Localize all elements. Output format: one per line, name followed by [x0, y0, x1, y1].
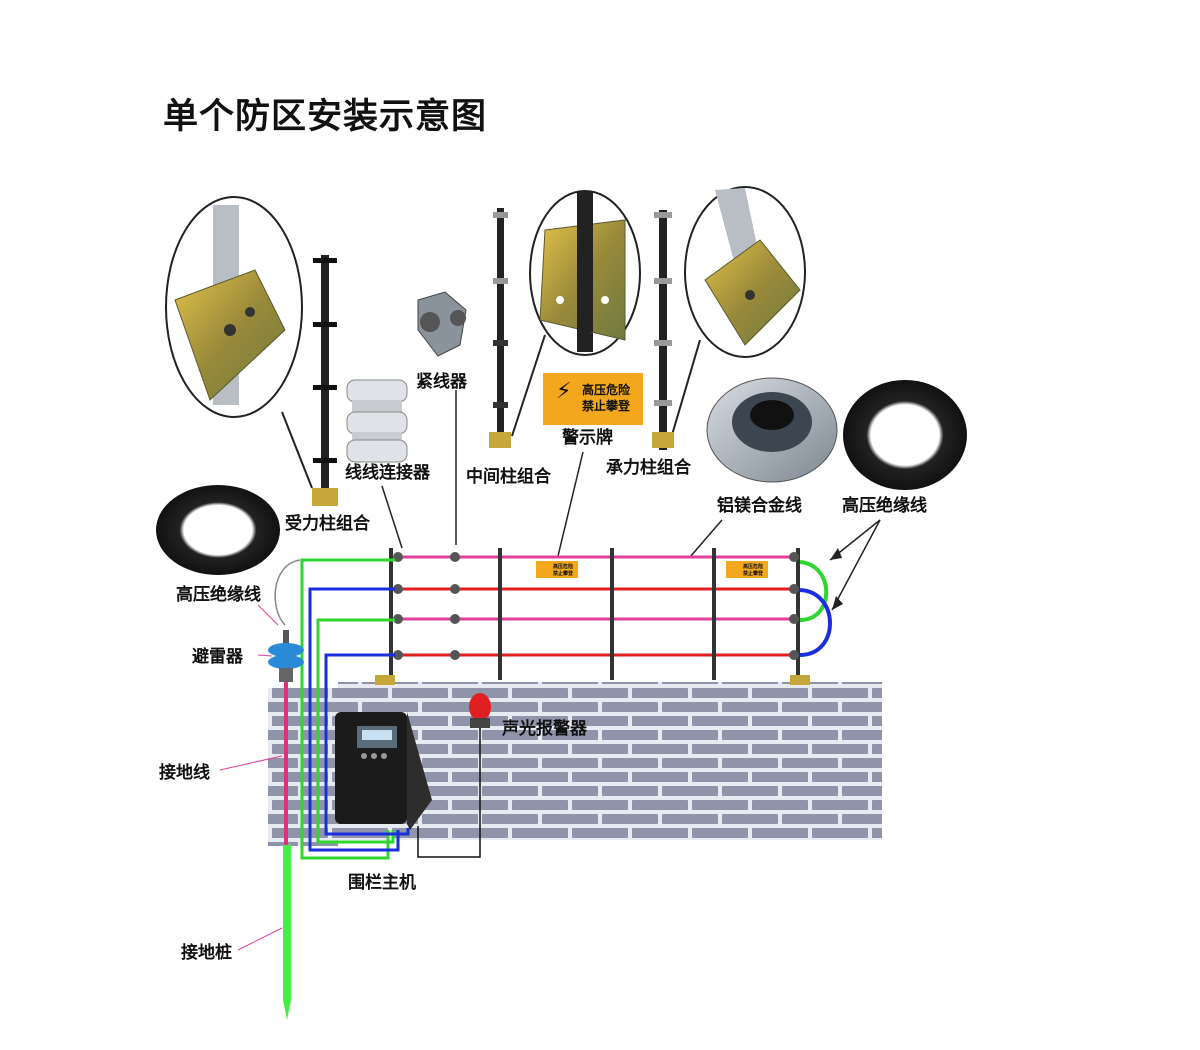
fence-wires [395, 555, 832, 657]
label-warning-sign: 警示牌 [561, 427, 613, 448]
label-hv-wire-right: 高压绝缘线 [842, 495, 927, 516]
bearing-post-detail-bubble [671, 186, 806, 436]
label-ground-stake: 接地桩 [181, 942, 232, 963]
label-tensioner: 紧线器 [416, 371, 468, 392]
lead-wires [274, 558, 410, 860]
svg-text:禁止攀登: 禁止攀登 [552, 570, 573, 577]
middle-post [489, 208, 511, 448]
label-middle-post: 中间柱组合 [466, 466, 552, 487]
bearing-post [652, 210, 674, 450]
page-title: 单个防区安装示意图 [163, 97, 488, 137]
label-alarm: 声光报警器 [501, 718, 588, 739]
sign-line1: 高压危险 [582, 382, 631, 397]
alarm-device [417, 693, 491, 858]
sign-line2: 禁止攀登 [582, 398, 631, 413]
pointer-lines [219, 604, 283, 951]
warning-sign-device: ⚡ 高压危险 禁止攀登 [543, 373, 643, 557]
label-stress-post: 受力柱组合 [285, 513, 371, 534]
label-ground-wire: 接地线 [159, 762, 210, 783]
lightning-arrester-device [268, 630, 304, 682]
fence-posts [375, 548, 810, 685]
fence-warning-sign-2: 高压危险 禁止攀登 [726, 561, 768, 578]
hv-insulated-wire-coil-left [156, 485, 280, 575]
svg-text:高压危险: 高压危险 [743, 563, 764, 570]
fence-host-device [335, 712, 432, 830]
alloy-wire-spool [689, 377, 838, 558]
label-hv-wire-left: 高压绝缘线 [176, 584, 261, 605]
fence-warning-sign-1: 高压危险 禁止攀登 [536, 561, 578, 578]
middle-post-detail-bubble [511, 190, 641, 437]
label-lightning-arrester: 避雷器 [192, 646, 244, 667]
svg-text:⚡: ⚡ [556, 379, 571, 404]
stress-post [312, 255, 338, 506]
label-wire-connector: 线线连接器 [345, 462, 431, 483]
tensioner-device [417, 291, 467, 545]
label-bearing-post: 承力柱组合 [606, 457, 692, 478]
label-fence-host: 围栏主机 [348, 872, 416, 893]
ground-system [283, 680, 291, 1020]
label-alloy-wire: 铝镁合金线 [717, 495, 802, 516]
hv-insulated-wire-coil-right [829, 380, 967, 611]
svg-text:高压危险: 高压危险 [553, 563, 574, 570]
wire-connector-device [346, 379, 408, 549]
stress-post-detail-bubble [165, 196, 313, 489]
svg-text:禁止攀登: 禁止攀登 [742, 570, 763, 577]
